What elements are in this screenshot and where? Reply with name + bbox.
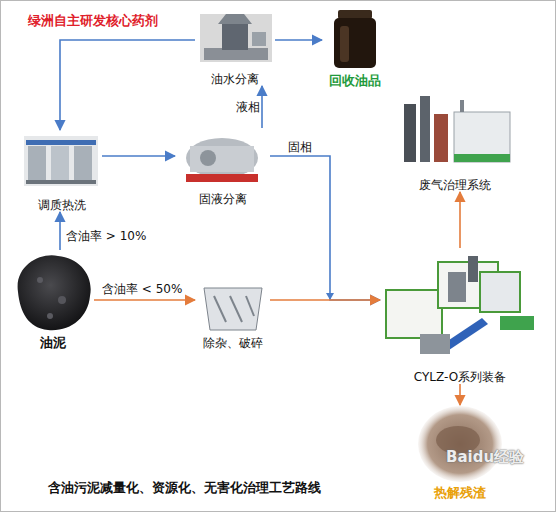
connector <box>60 212 61 250</box>
machine-body <box>222 22 248 50</box>
connector <box>262 86 263 128</box>
edge-label: 液相 <box>236 100 260 114</box>
crusher-blade <box>214 296 226 322</box>
equipment-illustration <box>386 256 534 354</box>
residue-pile <box>418 406 502 482</box>
sludge-pile <box>18 255 91 330</box>
node-label: CYLZ-O系列装备 <box>360 370 556 384</box>
reactor <box>448 272 466 302</box>
equipment-node: CYLZ-O系列装备 <box>380 248 540 384</box>
merge-arrowhead <box>326 293 334 300</box>
connector <box>270 300 380 301</box>
container <box>386 290 442 338</box>
connector-line <box>459 384 461 405</box>
centrifuge-illustration <box>186 138 258 182</box>
node-label: 除杂、破碎 <box>175 336 290 350</box>
centrifuge-motor <box>200 150 216 166</box>
centrifuge-drum <box>190 146 254 172</box>
crusher-illustration <box>204 288 262 330</box>
connector <box>275 40 322 41</box>
connector-line <box>60 40 195 130</box>
photo-bg <box>24 136 98 186</box>
hot-wash-illustration <box>24 136 98 186</box>
container-stripe <box>454 154 510 162</box>
centrifuge-body <box>186 138 258 178</box>
container <box>480 272 520 312</box>
oil-jar-illustration <box>334 10 376 68</box>
sludge-grain <box>47 313 53 319</box>
jar-shine <box>340 26 349 62</box>
process-node: 固液分离 <box>175 128 270 206</box>
edge-label: 含油率 > 10% <box>66 229 146 243</box>
crusher-blade <box>230 296 242 322</box>
tank <box>28 146 46 180</box>
connector <box>460 384 461 405</box>
connector-line <box>261 86 263 128</box>
input-node: 油泥 <box>12 250 94 350</box>
photo-bg <box>200 14 272 62</box>
tower <box>434 114 448 162</box>
edge-label: 绿洲自主研发核心药剂 <box>28 14 158 28</box>
sludge-illustration <box>18 255 91 330</box>
connector-line <box>102 155 175 157</box>
connector <box>270 156 380 300</box>
crusher-blade <box>246 296 254 316</box>
frame-beam <box>26 180 96 184</box>
connector-line <box>275 39 322 41</box>
separator-illustration <box>200 14 272 62</box>
process-node: 废气治理系统 <box>395 92 515 192</box>
connector <box>460 192 461 248</box>
connector <box>94 300 195 301</box>
jar-cap <box>338 10 372 19</box>
node-label: 固液分离 <box>155 192 290 206</box>
machine-cone <box>218 14 252 24</box>
edge-label: 含油率 < 50% <box>102 282 182 296</box>
connector-line <box>459 192 461 248</box>
connector-line <box>94 299 195 301</box>
feeder <box>420 334 450 354</box>
stack <box>420 96 430 162</box>
connector-line <box>59 212 61 250</box>
jar-body <box>334 18 376 68</box>
crusher-hopper <box>204 288 262 330</box>
process-node: 除杂、破碎 <box>195 275 270 350</box>
sludge-grain <box>58 296 66 304</box>
process-node: 油水分离 <box>195 8 275 86</box>
node-label: 废气治理系统 <box>375 178 535 192</box>
edge-label: 固相 <box>288 140 312 154</box>
chimney <box>468 256 478 282</box>
connector-line <box>270 299 380 301</box>
tank <box>51 146 69 180</box>
node-label: 热解残渣 <box>395 486 525 500</box>
sludge-grain <box>37 277 43 283</box>
bin <box>500 316 534 330</box>
connector-line <box>270 156 380 300</box>
tank <box>74 146 92 180</box>
node-label: 油泥 <box>0 336 114 350</box>
product-node: 回收油品 <box>322 8 388 88</box>
connector <box>102 156 175 157</box>
pipe <box>460 100 464 112</box>
process-node: 调质热洗 <box>22 130 102 212</box>
node-label: 调质热洗 <box>2 198 122 212</box>
stack <box>404 104 416 162</box>
watermark: Baidu经验 <box>446 448 524 467</box>
exhaust-illustration <box>404 96 510 162</box>
machine-motor <box>252 32 266 46</box>
connector <box>60 40 195 130</box>
node-label: 油水分离 <box>175 72 295 86</box>
container <box>454 112 510 162</box>
frame-beam <box>26 140 96 145</box>
centrifuge-base <box>186 174 258 182</box>
diagram-caption: 含油污泥减量化、资源化、无害化治理工艺路线 <box>48 479 321 497</box>
node-label: 回收油品 <box>302 74 408 88</box>
residue-illustration <box>418 406 502 482</box>
